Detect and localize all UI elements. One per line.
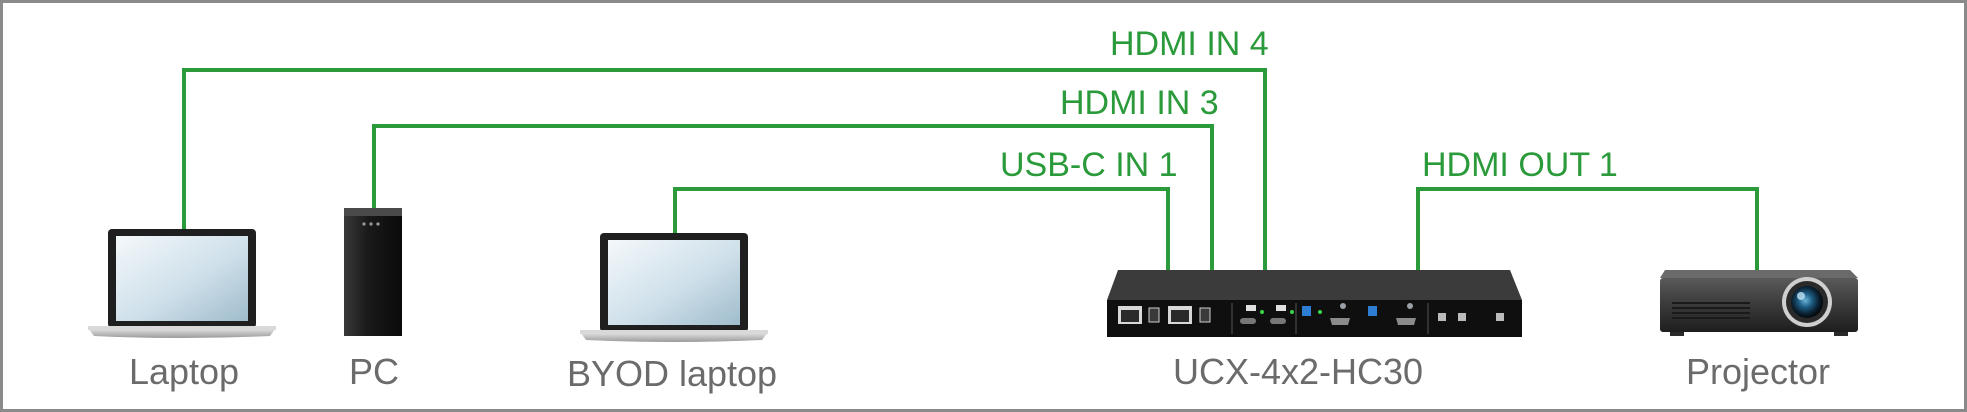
pc-label: PC (349, 351, 399, 392)
projector-label: Projector (1686, 351, 1830, 392)
cable-hdmi-in-3 (372, 124, 1214, 272)
switcher-device-icon (1107, 270, 1522, 337)
projector-icon (1660, 270, 1858, 336)
label-usbc-in-1: USB-C IN 1 (1000, 146, 1178, 184)
cable-usbc-in-1 (673, 187, 1170, 272)
label-hdmi-in-4: HDMI IN 4 (1110, 25, 1269, 63)
laptop-label: Laptop (129, 351, 239, 392)
cable-hdmi-out-1 (1416, 187, 1759, 272)
byod-laptop-label: BYOD laptop (567, 353, 777, 394)
pc-tower-icon (344, 208, 402, 336)
switcher-label: UCX-4x2-HC30 (1173, 351, 1423, 392)
cable-hdmi-in-4 (182, 68, 1267, 272)
label-hdmi-out-1: HDMI OUT 1 (1422, 146, 1618, 184)
laptop-icon (88, 229, 276, 338)
byod-laptop-icon (580, 233, 768, 342)
label-hdmi-in-3: HDMI IN 3 (1060, 84, 1219, 122)
